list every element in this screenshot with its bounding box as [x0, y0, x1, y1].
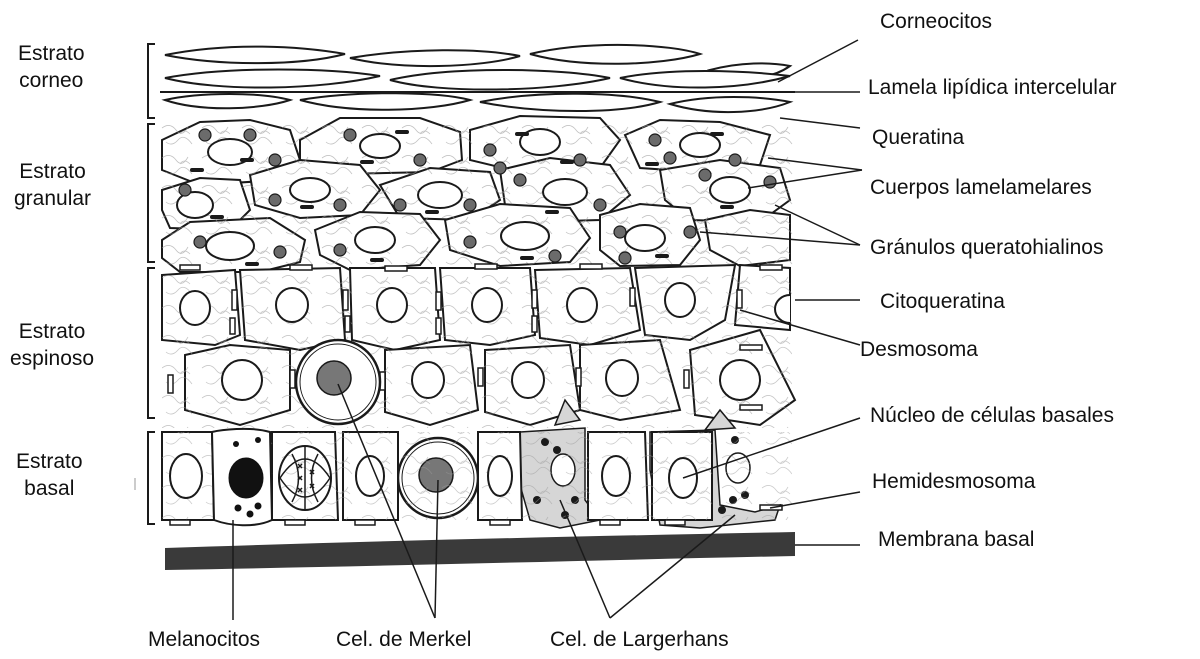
- label-desmosoma: Desmosoma: [860, 336, 978, 363]
- label-cuerpos: Cuerpos lamelamelares: [870, 174, 1092, 201]
- layer-label-basal-line1: Estrato: [16, 448, 83, 475]
- merkel-cell-upper: [296, 340, 380, 424]
- label-lamela: Lamela lipídica intercelular: [868, 74, 1117, 101]
- basement-membrane: [165, 532, 795, 570]
- layer-label-basal-line2: basal: [16, 475, 83, 502]
- layer-label-espinoso-line1: Estrato: [10, 318, 94, 345]
- label-membrana: Membrana basal: [878, 526, 1034, 553]
- layer-label-granular-line2: granular: [14, 185, 91, 212]
- stratum-corneum-cells: [165, 45, 790, 112]
- layer-label-granular: Estrato granular: [14, 158, 91, 213]
- layer-label-espinoso: Estrato espinoso: [10, 318, 94, 373]
- label-corneocitos: Corneocitos: [880, 8, 992, 35]
- label-merkel: Cel. de Merkel: [336, 626, 471, 653]
- label-hemidesmosoma: Hemidesmosoma: [872, 468, 1035, 495]
- layer-label-corneo: Estrato corneo: [18, 40, 85, 95]
- label-citoqueratina: Citoqueratina: [880, 288, 1005, 315]
- layer-label-corneo-line2: corneo: [18, 67, 85, 94]
- melanocyte: [212, 429, 272, 525]
- label-langerhans: Cel. de Largerhans: [550, 626, 729, 653]
- label-queratina: Queratina: [872, 124, 964, 151]
- label-melanocitos: Melanocitos: [148, 626, 260, 653]
- label-granulos: Gránulos queratohialinos: [870, 234, 1103, 261]
- layer-label-granular-line1: Estrato: [14, 158, 91, 185]
- layer-brackets: [148, 44, 155, 524]
- layer-label-basal: Estrato basal: [16, 448, 83, 503]
- layer-label-corneo-line1: Estrato: [18, 40, 85, 67]
- label-nucleo: Núcleo de células basales: [870, 402, 1114, 429]
- layer-label-espinoso-line2: espinoso: [10, 345, 94, 372]
